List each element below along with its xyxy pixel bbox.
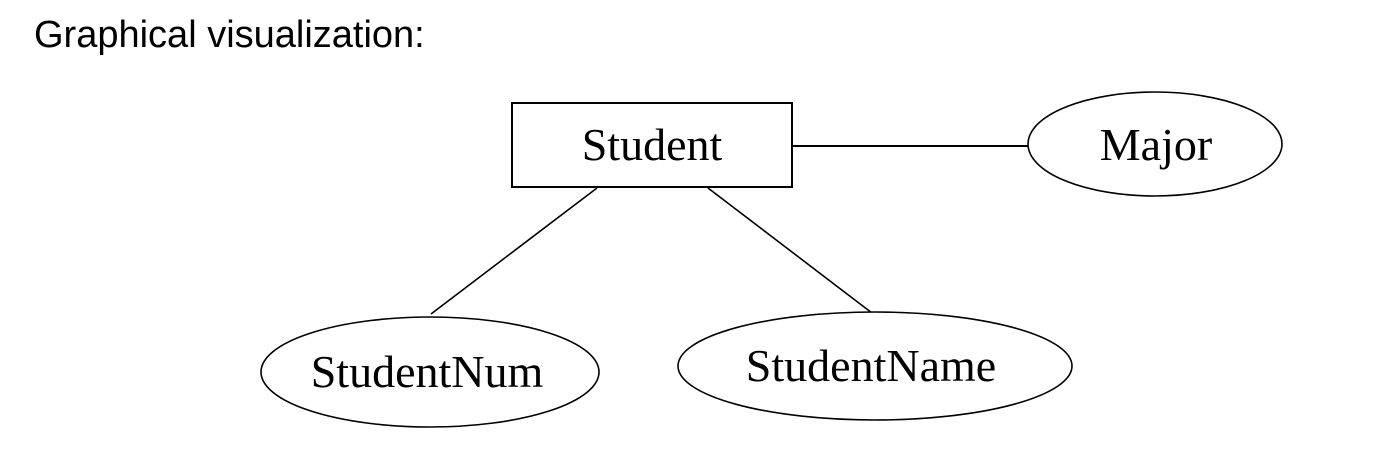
- connector-student-studentname: [707, 187, 873, 314]
- attribute-major-label: Major: [1100, 119, 1212, 170]
- entity-student-box: [511, 102, 793, 188]
- attribute-studentname-label: StudentName: [746, 340, 996, 391]
- connector-student-studentnum: [430, 187, 598, 315]
- page-title: Graphical visualization:: [34, 14, 425, 56]
- attribute-major-ellipse: [1027, 91, 1283, 197]
- attribute-studentname-ellipse: [677, 311, 1073, 421]
- entity-student-label: Student: [582, 119, 723, 170]
- attribute-studentnum-ellipse: [260, 316, 600, 428]
- attribute-studentnum-label: StudentNum: [311, 346, 544, 397]
